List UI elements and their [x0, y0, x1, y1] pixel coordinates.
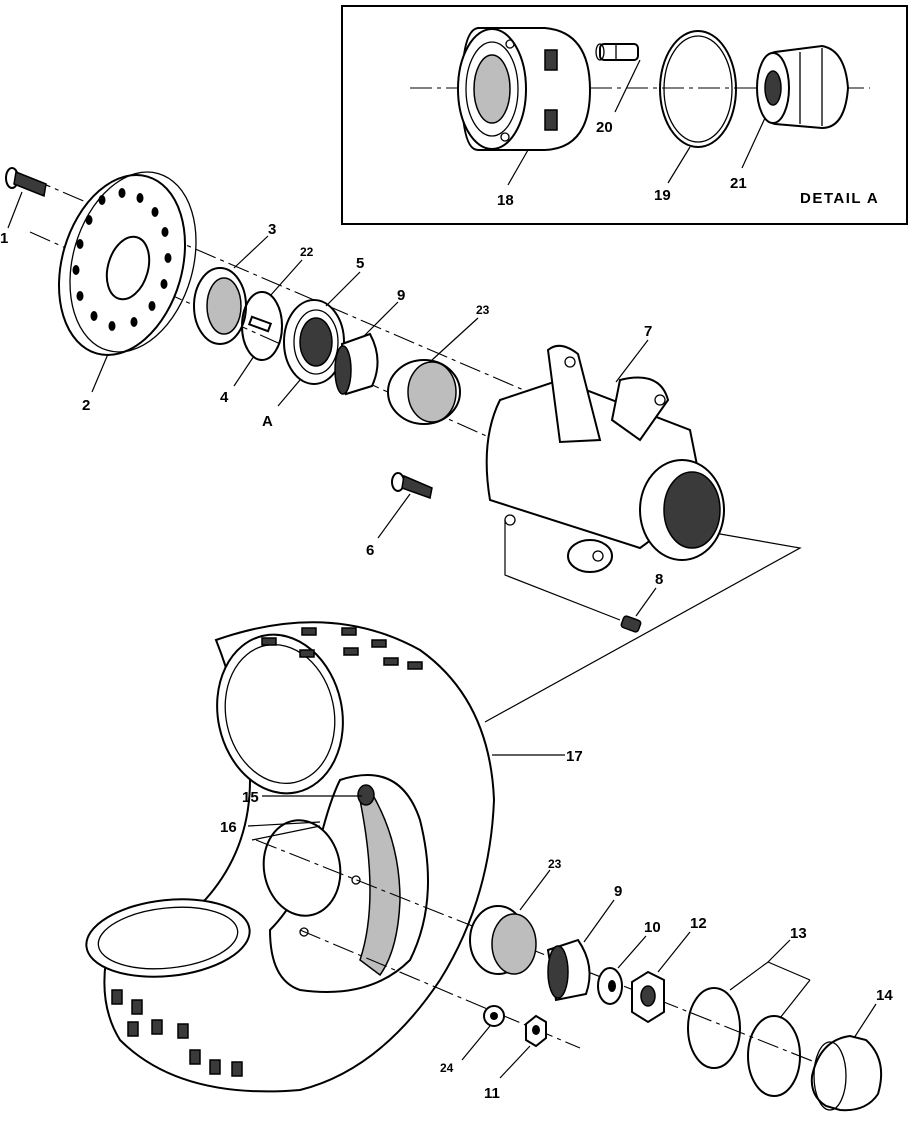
callout-14: 14 — [876, 987, 893, 1004]
callout-11: 11 — [484, 1085, 500, 1102]
part-5-hub-assembly-a — [283, 299, 345, 385]
callout-8: 8 — [655, 571, 663, 588]
part-11-nut — [525, 1014, 547, 1048]
callout-12: 12 — [690, 915, 707, 932]
part-7-spindle-housing — [485, 344, 725, 573]
part-3-seal — [193, 267, 247, 345]
part-16-rim — [262, 774, 429, 993]
callout-5: 5 — [356, 255, 364, 272]
callout-15: 15 — [242, 789, 259, 806]
callout-20: 20 — [596, 119, 613, 136]
part-14-dust-cap — [810, 1034, 882, 1112]
part-23-race-upper — [387, 359, 461, 425]
part-1-bolt — [5, 167, 47, 198]
callout-9a: 9 — [397, 287, 405, 304]
part-4-key — [247, 315, 273, 333]
part-20-pin — [595, 43, 639, 61]
part-9-bearing-lower — [546, 938, 591, 1002]
detail-a-title: DETAIL A — [800, 190, 879, 207]
part-24-washer — [483, 1005, 505, 1027]
part-22-snap-ring — [241, 291, 283, 361]
callout-18: 18 — [497, 192, 514, 209]
callout-24: 24 — [440, 1061, 454, 1075]
callout-10: 10 — [644, 919, 661, 936]
callout-4: 4 — [220, 389, 229, 406]
callout-9b: 9 — [614, 883, 622, 900]
callout-3: 3 — [268, 221, 276, 238]
callout-a: A — [262, 413, 273, 430]
callout-7: 7 — [644, 323, 652, 340]
part-9-bearing-upper — [334, 332, 379, 396]
part-6-screw — [391, 472, 433, 499]
callout-17: 17 — [566, 748, 583, 765]
part-2-brake-disc — [57, 171, 197, 356]
part-15-valve-stem — [357, 784, 375, 806]
callout-23a: 23 — [476, 303, 490, 317]
callout-2: 2 — [82, 397, 90, 414]
part-18-clutch-housing — [457, 27, 592, 151]
callout-21: 21 — [730, 175, 747, 192]
callout-19: 19 — [654, 187, 671, 204]
part-23-race-lower — [469, 905, 537, 975]
callout-1: 1 — [0, 230, 8, 247]
detail-a-border — [341, 5, 908, 225]
detail-a-panel: 18 20 19 21 DETAIL A — [341, 5, 908, 225]
callout-6: 6 — [366, 542, 374, 559]
callout-16: 16 — [220, 819, 237, 836]
callout-22: 22 — [300, 245, 314, 259]
callout-13: 13 — [790, 925, 807, 942]
callout-23b: 23 — [548, 857, 562, 871]
part-10-washer — [597, 967, 623, 1005]
part-8-fitting — [620, 615, 642, 633]
part-19-o-ring — [659, 30, 737, 148]
part-13-o-rings — [687, 987, 801, 1097]
part-12-castle-nut — [631, 970, 665, 1024]
part-21-locking-knob — [756, 44, 850, 130]
